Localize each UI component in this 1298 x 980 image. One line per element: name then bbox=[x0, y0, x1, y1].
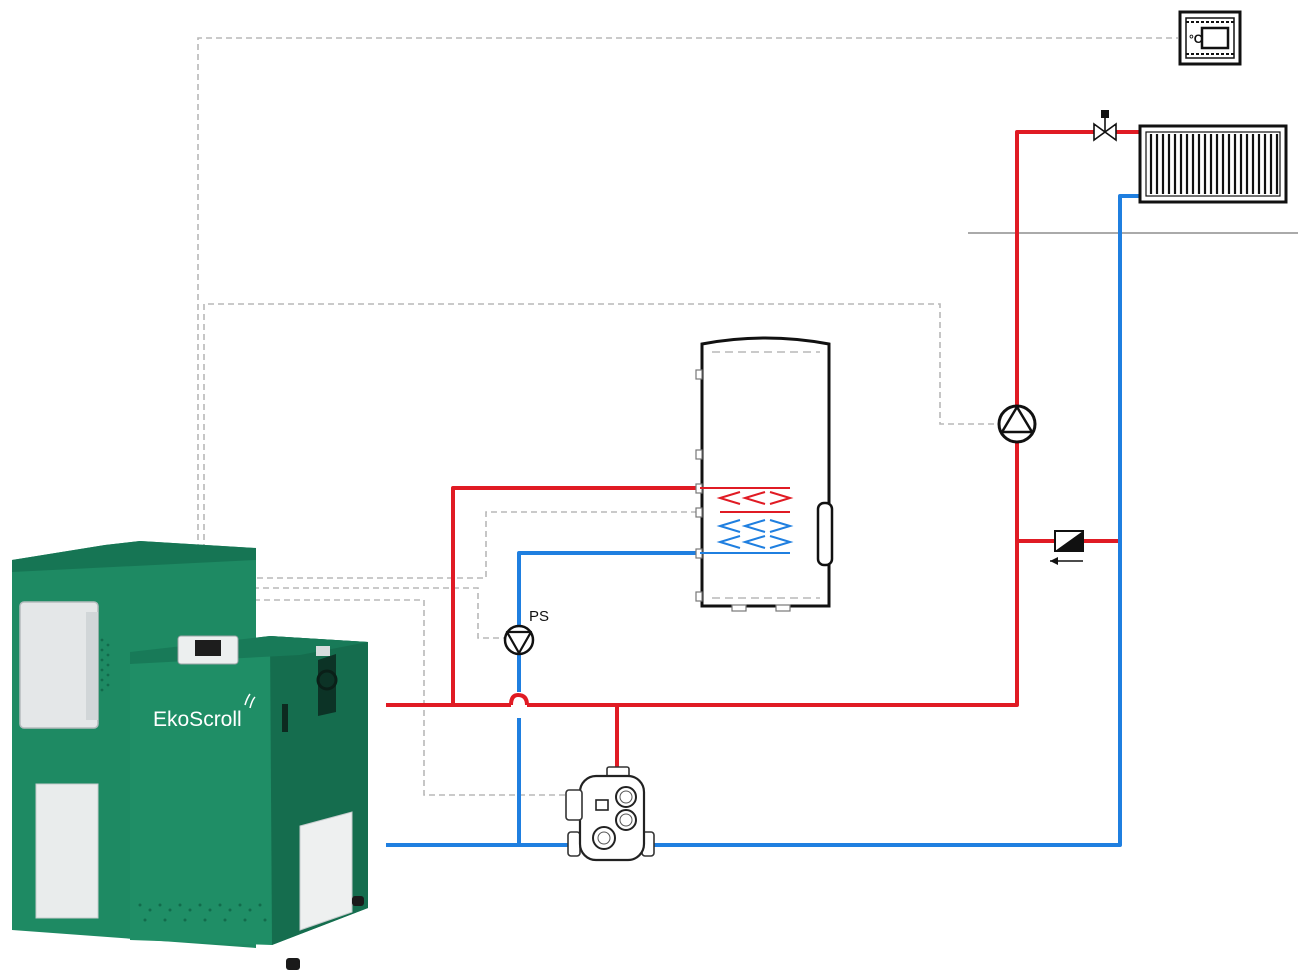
mixing-valve-wire bbox=[224, 599, 572, 796]
room-thermostat-icon: °C bbox=[1178, 10, 1242, 66]
circulation-pump-icon bbox=[997, 404, 1037, 444]
return-pipes bbox=[386, 194, 1140, 847]
mixing-valve-icon bbox=[565, 766, 655, 862]
radiator-icon bbox=[1138, 124, 1288, 204]
tank-coil bbox=[700, 487, 794, 554]
main-return-pipe-right bbox=[650, 194, 1140, 847]
tank-coil-return-pipe-top bbox=[517, 551, 700, 626]
thermostat-wire bbox=[197, 37, 1178, 560]
pellet-boiler: EkoScroll bbox=[12, 541, 368, 970]
heating-pump-wire bbox=[203, 303, 998, 560]
supply-pipe-bridge bbox=[509, 693, 529, 706]
boiler-ash-door bbox=[299, 811, 353, 931]
ps-pump-label: PS bbox=[529, 608, 549, 625]
hopper-lower-panel bbox=[35, 783, 99, 919]
thermostatic-valve-icon bbox=[1093, 110, 1117, 142]
ps-pump-wire bbox=[215, 585, 504, 639]
svg-text:°C: °C bbox=[1189, 32, 1203, 46]
ps-pump-icon bbox=[503, 624, 535, 656]
boiler-brand-label: EkoScroll bbox=[153, 708, 242, 731]
hot-water-tank-icon bbox=[695, 336, 834, 612]
tank-coil-supply-pipe bbox=[451, 486, 700, 705]
check-valve-icon bbox=[1050, 530, 1084, 565]
